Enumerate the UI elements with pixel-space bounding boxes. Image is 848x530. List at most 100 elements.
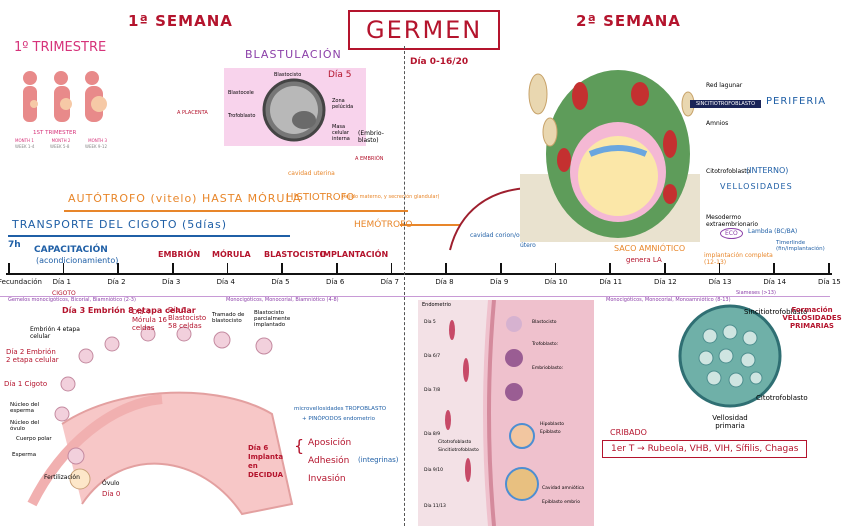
capacitation-sub: (acondicionamiento) <box>36 256 119 265</box>
villus-label: Sincitiotrofoblasto <box>744 308 808 316</box>
embryo-label: Cuerpo polar <box>16 436 52 442</box>
saco-genera: genera LA <box>626 256 662 264</box>
timeline-day-label: Día 15 <box>818 278 841 286</box>
endo-day: Día 7/8 <box>424 388 441 393</box>
twins-week1: Gemelos monocigóticos, Bicorial, Biamnió… <box>8 297 136 303</box>
timeline-day-label: Día 11 <box>599 278 623 286</box>
blastulation-title: BLASTULACIÓN <box>245 48 342 61</box>
endo-day: Día 8/9 <box>424 432 441 437</box>
endometrium-layers-icon <box>445 300 594 526</box>
step-adhesion: Adhesión <box>308 456 350 466</box>
vellosidades-label: VELLOSIDADES <box>720 182 793 191</box>
timeline-day-label: Día 5 <box>271 278 290 286</box>
timeline-tick <box>336 263 338 275</box>
timeline-axis <box>6 273 832 275</box>
screening-box: 1er T → Rubeola, VHB, VIH, Sífilis, Chag… <box>602 440 808 458</box>
stage-implantacion: IMPLANTACIÓN <box>320 250 389 259</box>
lambda-label: Lambda (BC/BA) <box>748 228 798 235</box>
siamese-label: Siameses (>13) <box>736 290 776 296</box>
timeline-tick <box>718 263 721 275</box>
timeline-tick <box>117 263 119 275</box>
timeline-tick <box>62 263 65 275</box>
transport-bar <box>8 235 290 237</box>
endo-label: Trofoblasto: <box>532 342 559 347</box>
autotrofo-label: AUTÓTROFO (vitelo) HASTA MÓRULA <box>68 192 302 205</box>
blastocele-label: Blastocele <box>228 90 254 96</box>
pregnancy-figures-icon <box>23 71 107 122</box>
embryo-development-diagram: Día 3 Embrión 8 etapa celular Embrión 4 … <box>2 304 302 526</box>
timeline-day-label: Día 14 <box>763 278 787 286</box>
embryo-label: Embrión 4 etapa celular <box>30 326 80 340</box>
embryo-label: Día 4 Mórula 16 celdas <box>132 308 168 332</box>
endo-label: Sincitiotrofoblasto <box>438 448 479 453</box>
capacitation-hours: 7h <box>8 240 21 250</box>
timeline-tick <box>828 263 830 275</box>
week-label: WEEK 1-4 <box>15 144 35 149</box>
histiotrofo-note: (tejido materno, y secreción glandular) <box>342 194 440 200</box>
blastulation-day: Día 5 <box>328 70 352 80</box>
amnios-label: Amnios <box>706 120 729 127</box>
timeline-day-label: Fecundación <box>0 278 42 286</box>
timeline-day-label: Día 2 <box>107 278 126 286</box>
timeline-day-label: Día 3 <box>162 278 181 286</box>
month-label: MONTH 2 <box>51 138 71 143</box>
trimester-card: 1ST TRIMESTER MONTH 1 MONTH 2 MONTH 3 WE… <box>15 60 107 150</box>
embryo-label: Día 2 Embrión 2 etapa celular <box>6 348 59 364</box>
zona-label: Zona pelúcida <box>332 98 354 110</box>
timeline-day-label: Día 7 <box>380 278 399 286</box>
trimester-heading: 1º TRIMESTRE <box>14 40 107 55</box>
timeline-day-label: Día 13 <box>708 278 732 286</box>
interno-label: (INTERNO) <box>746 166 789 175</box>
week-separator <box>404 46 405 526</box>
embryo-label: Día 3 Embrión 8 etapa celular <box>62 306 196 315</box>
cigoto-label: CIGOTO <box>52 290 76 297</box>
timeline-tick <box>500 263 502 275</box>
timeline-tick <box>554 263 557 275</box>
trimester-card-title: 1ST TRIMESTER <box>33 130 77 136</box>
week1-heading: 1ª SEMANA <box>128 12 233 30</box>
month-label: MONTH 1 <box>15 138 34 143</box>
twins-week2: Monocigóticos, Monocorial, Monoamniótico… <box>606 297 731 303</box>
histiotrofo-label: HISTIOTROFO <box>286 192 355 203</box>
syncytio-badge: SINCITIOTROFOBLASTO <box>690 100 762 108</box>
screening-title: CRIBADO <box>610 428 647 437</box>
blastocyst-icon <box>262 78 326 142</box>
embryo-label: Blastocisto parcialmente implantado <box>254 310 291 328</box>
saco-label: SACO AMNIÓTICO <box>614 244 686 253</box>
embryo-label: Tramado de blastocisto <box>212 312 245 324</box>
stage-embrion: EMBRIÓN <box>158 250 201 259</box>
endo-label: Hipoblasto <box>540 422 564 427</box>
umbilical-sub: útero <box>520 242 536 249</box>
embryo-label: Día 0 <box>102 490 121 498</box>
day-range: Día 0-16/20 <box>410 57 469 67</box>
timeline-tick <box>445 263 447 275</box>
umbilical-note: cavidad corion/o umbilical <box>470 232 549 239</box>
inner-mass-label: Masa celular interna <box>332 124 350 142</box>
timeline-tick <box>773 263 775 275</box>
timeline-tick <box>390 263 393 275</box>
twins-week1b: Monocigóticos, Monocorial, Biamniótico (… <box>226 297 339 303</box>
week-label: WEEK 5-8 <box>50 144 70 149</box>
embryoblast-note: (Embrio-blasto) <box>358 130 384 144</box>
step-aposicion: Aposición <box>308 438 352 448</box>
cito-label: Citotrofoblasto <box>706 168 751 175</box>
capacitation-label: CAPACITACIÓN <box>34 245 108 255</box>
implantation-site-icon <box>520 70 700 242</box>
timeline-tick <box>8 263 10 275</box>
embryo-label: Día 1 Cigoto <box>4 380 48 388</box>
blastocyst-panel: Blastocisto Día 5 Blastocele Trofoblasto… <box>224 68 366 146</box>
twins-line <box>0 296 830 297</box>
timeline-tick <box>609 263 611 275</box>
timeline-day-label: Día 12 <box>654 278 677 286</box>
embryo-label: Óvulo <box>102 480 120 487</box>
hemotrofo-label: HEMÓTROFO <box>354 220 413 230</box>
villi-formation: Formación VELLOSIDADES PRIMARIAS <box>782 306 842 330</box>
transport-label: TRANSPORTE DEL CIGOTO (5días) <box>12 218 228 231</box>
syncytio-diagram <box>520 64 700 242</box>
fallopian-tube-icon <box>27 326 294 516</box>
endo-label: Epiblasto embrio <box>542 500 580 505</box>
month-label: MONTH 3 <box>88 138 107 143</box>
eco-badge: ECO <box>720 228 743 239</box>
timeline-day-label: Día 6 <box>326 278 345 286</box>
